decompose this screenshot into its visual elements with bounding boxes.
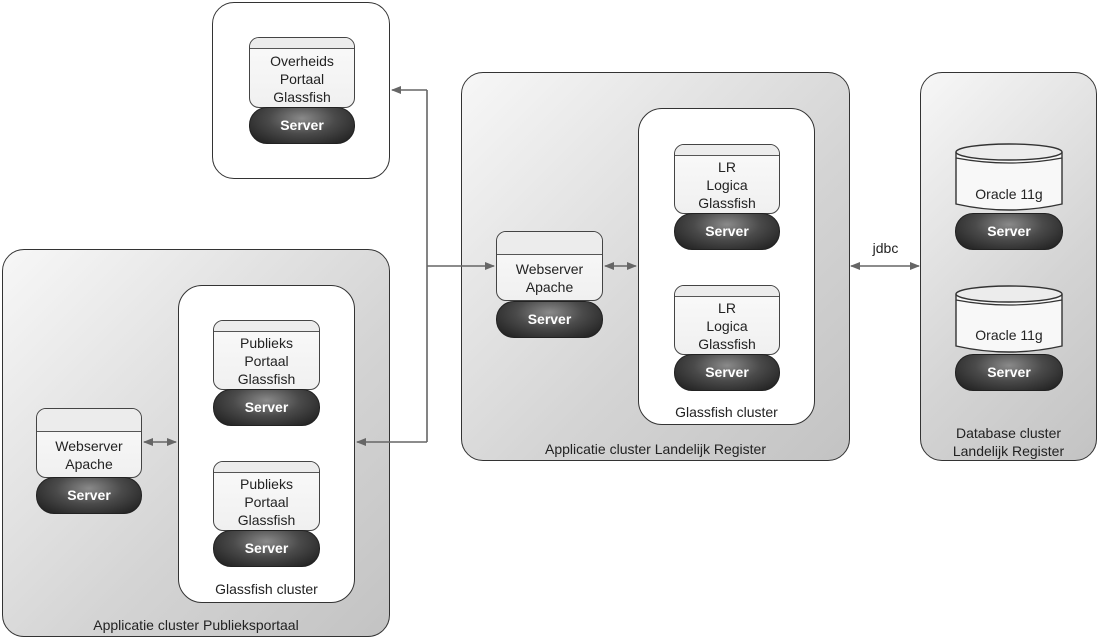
overheids-portaal-app: Overheids Portaal Glassfish (249, 37, 355, 108)
lr-glassfish-app-1: LR Logica Glassfish (674, 144, 780, 214)
webserver-apache-app: Webserver Apache (496, 231, 603, 301)
jdbc-label: jdbc (872, 240, 899, 256)
server-node: Server (955, 354, 1063, 391)
app-label: Publieks Portaal Glassfish (237, 335, 296, 387)
app-label: Webserver Apache (55, 438, 123, 472)
server-node: Server (496, 301, 603, 338)
server-node: Server (36, 477, 142, 514)
cluster-label: Applicatie cluster Publieksportaal (93, 617, 299, 633)
app-header-band (214, 321, 319, 332)
cluster-database (920, 72, 1097, 461)
app-label: Webserver Apache (515, 261, 584, 295)
server-node: Server (213, 389, 320, 426)
server-node: Server (955, 213, 1063, 250)
server-node: Server (674, 354, 780, 391)
app-header-band (250, 38, 354, 49)
app-label: Overheids Portaal Glassfish (270, 53, 334, 105)
lr-glassfish-app-2: LR Logica Glassfish (674, 285, 780, 355)
app-header-band (37, 409, 141, 432)
server-node: Server (249, 107, 355, 144)
app-header-band (675, 286, 779, 297)
database-label: Oracle 11g (975, 186, 1043, 202)
glassfish-cluster-label: Glassfish cluster (675, 404, 778, 420)
server-node: Server (674, 213, 780, 250)
app-label: LR Logica Glassfish (698, 300, 756, 352)
database-label: Oracle 11g (975, 327, 1043, 343)
database-cylinder-1 (955, 143, 1063, 211)
cluster-label: Applicatie cluster Landelijk Register (545, 441, 766, 457)
app-header-band (497, 232, 602, 255)
cluster-label: Database cluster Landelijk Register (952, 425, 1065, 459)
publieks-glassfish-app-2: Publieks Portaal Glassfish (213, 461, 320, 531)
webserver-apache-app: Webserver Apache (36, 408, 142, 478)
app-header-band (675, 145, 779, 156)
glassfish-cluster-label: Glassfish cluster (215, 581, 318, 597)
publieks-glassfish-app-1: Publieks Portaal Glassfish (213, 320, 320, 390)
app-header-band (214, 462, 319, 473)
database-cylinder-2 (955, 285, 1063, 353)
server-node: Server (213, 530, 320, 567)
app-label: LR Logica Glassfish (698, 159, 756, 211)
app-label: Publieks Portaal Glassfish (237, 476, 296, 528)
